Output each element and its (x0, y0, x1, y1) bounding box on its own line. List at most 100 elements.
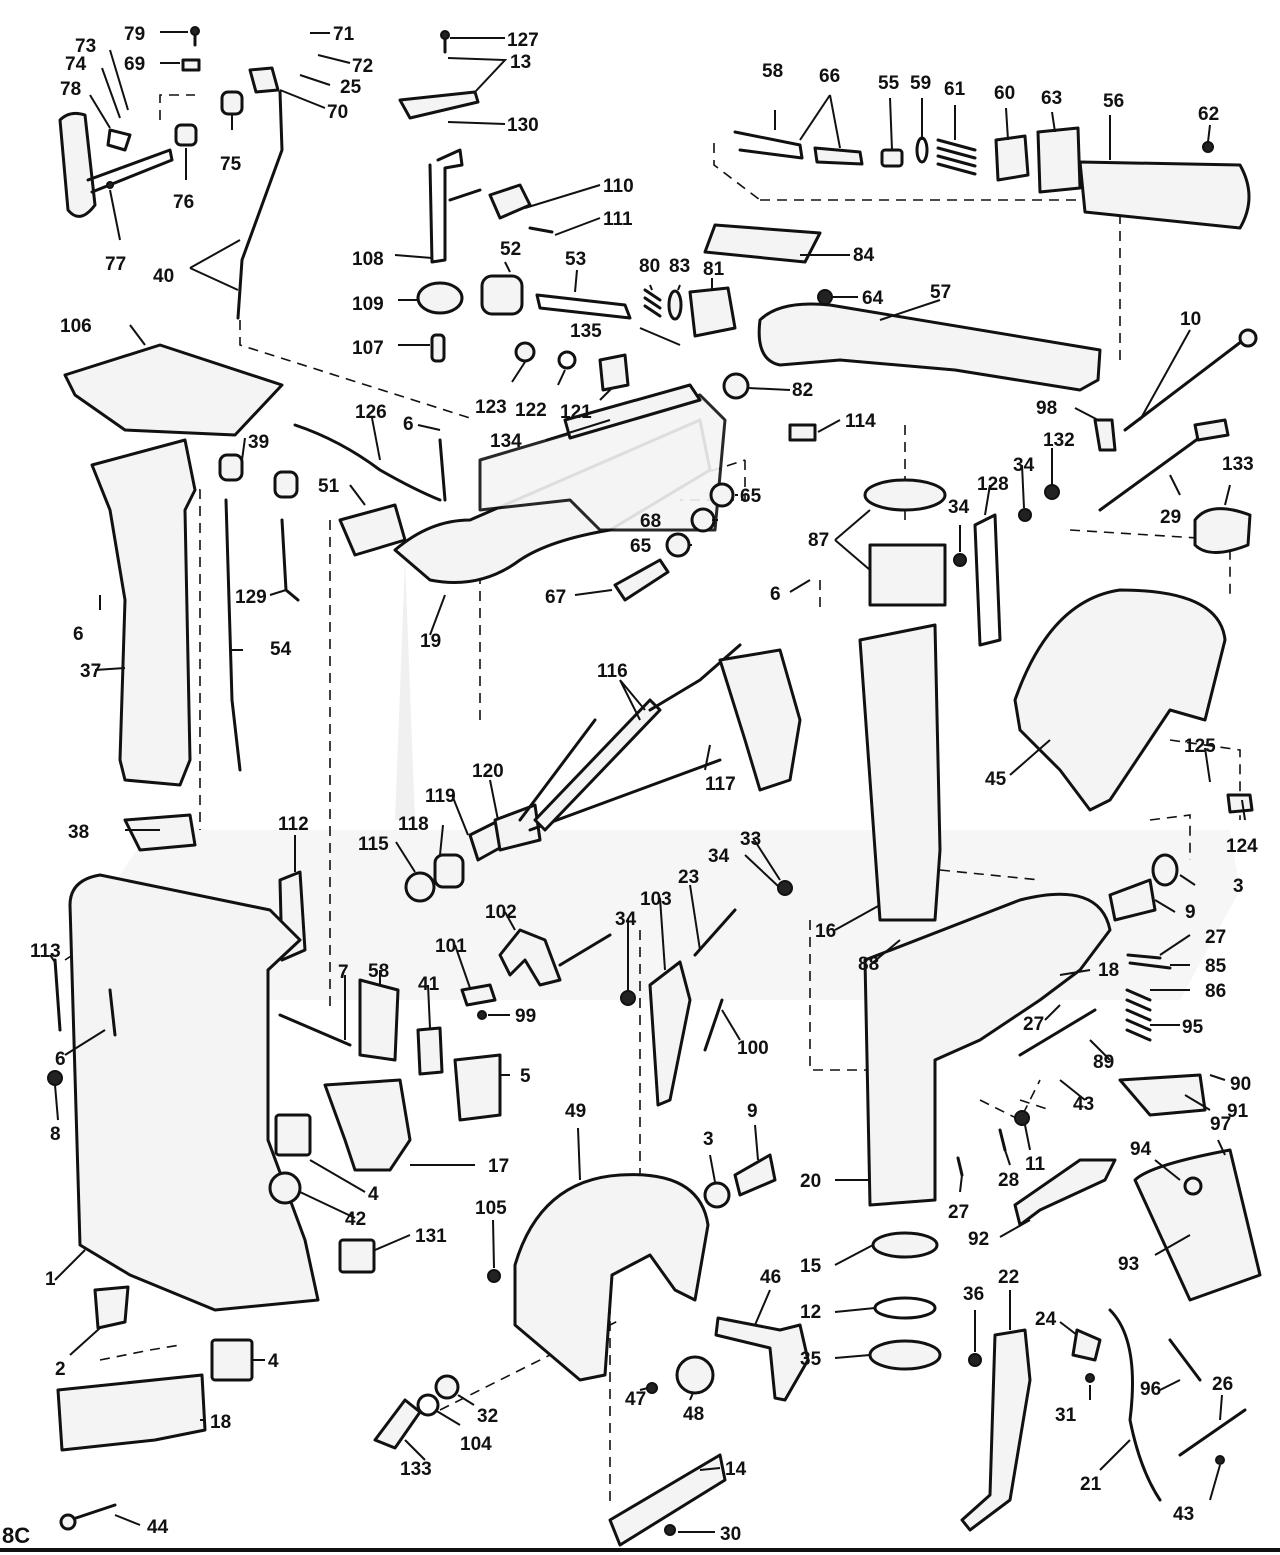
callout-5: 5 (520, 1066, 531, 1087)
callout-48: 48 (683, 1404, 704, 1425)
callout-54: 54 (270, 639, 292, 660)
callout-13: 13 (510, 52, 531, 73)
callout-105: 105 (475, 1198, 507, 1219)
callout-131: 131 (415, 1226, 447, 1247)
callout-43-a: 43 (1073, 1094, 1094, 1115)
callout-3-right: 3 (1233, 876, 1244, 897)
callout-97: 97 (1210, 1114, 1231, 1135)
callout-74: 74 (65, 54, 87, 75)
part-20-swivel-bracket (863, 892, 1112, 1207)
callout-128: 128 (977, 474, 1009, 495)
part-37-exhaust-tube (90, 438, 197, 787)
callout-58: 58 (762, 61, 783, 82)
callout-126: 126 (355, 402, 387, 423)
callout-6-left: 6 (73, 624, 84, 645)
callout-90: 90 (1230, 1074, 1251, 1095)
part-18-cover (56, 1373, 207, 1452)
callout-61: 61 (944, 79, 966, 100)
callout-80: 80 (639, 256, 660, 277)
callout-88: 88 (858, 954, 879, 975)
callout-104: 104 (460, 1434, 492, 1455)
callout-135: 135 (570, 321, 602, 342)
callout-71: 71 (333, 24, 355, 45)
callout-8: 8 (50, 1124, 61, 1145)
callout-labels: 79 71 127 73 74 69 72 13 25 78 70 130 75… (30, 24, 1258, 1545)
callout-25: 25 (340, 77, 362, 98)
callout-1: 1 (45, 1269, 56, 1290)
callout-133-b: 133 (400, 1459, 432, 1480)
part-45-clamp-bracket (1013, 588, 1227, 812)
part-1-lower-housing (68, 873, 320, 1312)
callout-84: 84 (853, 245, 875, 266)
callout-49: 49 (565, 1101, 586, 1122)
callout-69: 69 (124, 54, 145, 75)
figure-id: 8C (2, 1523, 30, 1548)
callout-133-a: 133 (1222, 454, 1254, 475)
callout-4-upper: 4 (368, 1184, 379, 1205)
callout-19: 19 (420, 631, 441, 652)
callout-83: 83 (669, 256, 690, 277)
callout-6-lower: 6 (55, 1049, 66, 1070)
callout-9-center: 9 (747, 1101, 758, 1122)
callout-42: 42 (345, 1209, 366, 1230)
callout-102: 102 (485, 902, 517, 923)
callout-108: 108 (352, 249, 384, 270)
callout-98: 98 (1036, 398, 1057, 419)
callout-91: 91 (1227, 1101, 1249, 1122)
callout-27-a: 27 (1205, 927, 1226, 948)
callout-16: 16 (815, 921, 836, 942)
callout-120: 120 (472, 761, 504, 782)
callout-115: 115 (358, 834, 389, 855)
callout-96: 96 (1140, 1379, 1161, 1400)
callout-34-c: 34 (708, 846, 730, 867)
callout-57: 57 (930, 282, 951, 303)
callout-117: 117 (705, 774, 736, 795)
callout-123: 123 (475, 397, 507, 418)
callout-2: 2 (55, 1359, 66, 1380)
callout-92: 92 (968, 1229, 989, 1250)
callout-81: 81 (703, 259, 725, 280)
callout-32: 32 (477, 1406, 498, 1427)
callout-20: 20 (800, 1171, 821, 1192)
callout-28: 28 (998, 1170, 1019, 1191)
callout-30: 30 (720, 1524, 741, 1545)
part-16-swivel-tube (858, 623, 942, 922)
callout-116: 116 (597, 661, 628, 682)
callout-106: 106 (60, 316, 92, 337)
callout-59: 59 (910, 73, 931, 94)
callout-15: 15 (800, 1256, 822, 1277)
callout-70: 70 (327, 102, 348, 123)
callout-99: 99 (515, 1006, 536, 1027)
callout-85: 85 (1205, 956, 1227, 977)
callout-44: 44 (147, 1517, 169, 1538)
callout-65-a: 65 (740, 486, 762, 507)
callout-36: 36 (963, 1284, 984, 1305)
callout-17: 17 (488, 1156, 509, 1177)
callout-110: 110 (603, 176, 634, 197)
callout-24: 24 (1035, 1309, 1057, 1330)
callout-26: 26 (1212, 1374, 1233, 1395)
callout-11: 11 (1025, 1154, 1046, 1175)
leader-lines (49, 31, 1246, 1533)
callout-10: 10 (1180, 309, 1201, 330)
callout-38: 38 (68, 822, 89, 843)
callout-7: 7 (338, 962, 349, 983)
callout-65-b: 65 (630, 536, 652, 557)
callout-47: 47 (625, 1389, 646, 1410)
callout-86: 86 (1205, 981, 1226, 1002)
callout-79: 79 (124, 24, 145, 45)
callout-107: 107 (352, 338, 384, 359)
callout-62: 62 (1198, 104, 1219, 125)
callout-3-center: 3 (703, 1129, 714, 1150)
part-49-clamp-bracket (513, 1173, 710, 1382)
callout-14: 14 (725, 1459, 747, 1480)
callout-37: 37 (80, 661, 101, 682)
callout-18-a: 18 (1098, 960, 1119, 981)
callout-64: 64 (862, 288, 884, 309)
callout-29: 29 (1160, 507, 1181, 528)
callout-78: 78 (60, 79, 81, 100)
callout-132: 132 (1043, 430, 1075, 451)
callout-112: 112 (278, 814, 309, 835)
callout-125: 125 (1184, 736, 1216, 757)
